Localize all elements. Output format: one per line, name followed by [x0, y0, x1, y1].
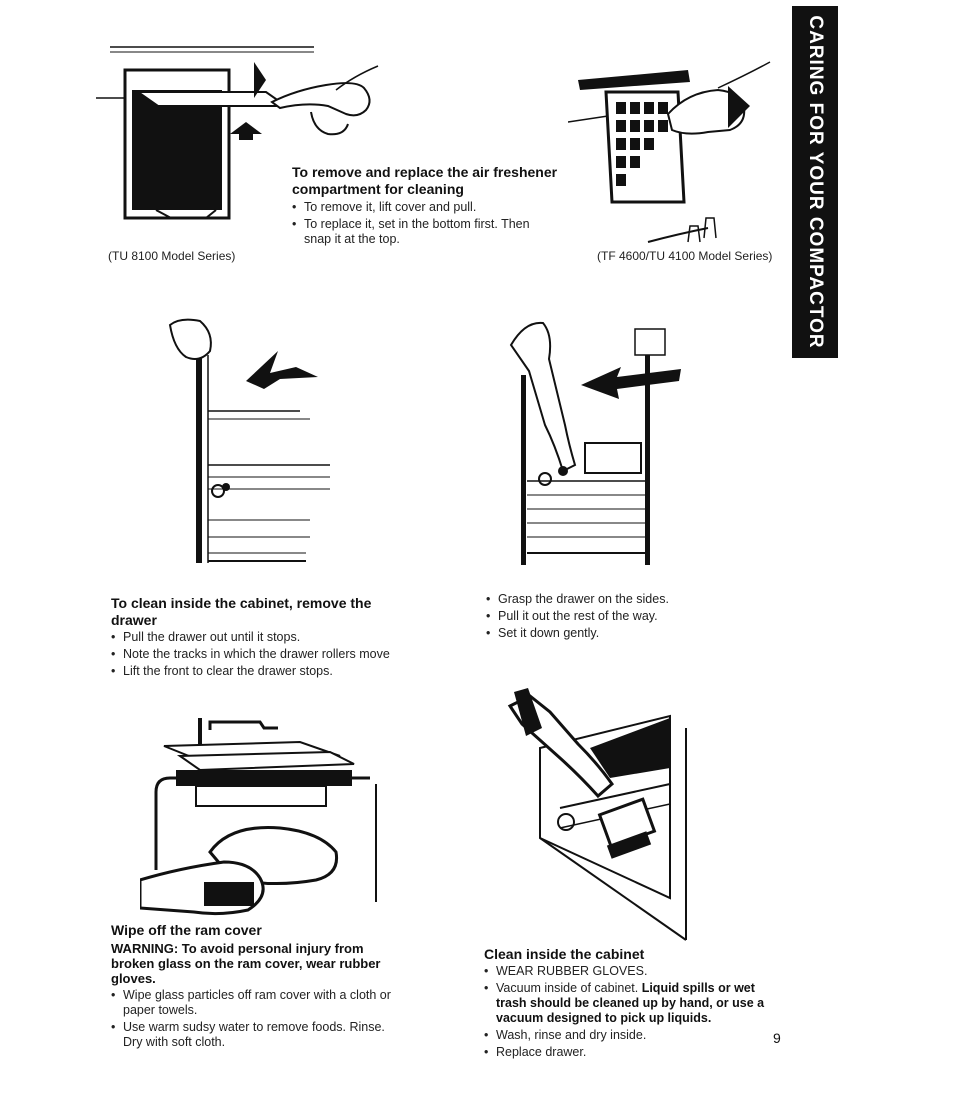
cabinet-heading: Clean inside the cabinet — [484, 946, 645, 962]
list-item: To replace it, set in the bottom first. … — [292, 217, 542, 247]
list-item: Pull the drawer out until it stops. — [111, 630, 391, 645]
page-number: 9 — [773, 1030, 781, 1046]
ram-cover-bullets: Wipe glass particles off ram cover with … — [111, 988, 406, 1052]
list-item: Pull it out the rest of the way. — [486, 609, 746, 624]
drawer-heading: To clean inside the cabinet, remove the … — [111, 595, 372, 628]
cabinet-bullets: WEAR RUBBER GLOVES. Vacuum inside of cab… — [484, 964, 779, 1062]
vacuum-text: Vacuum inside of cabinet. — [496, 981, 639, 995]
air-freshener-heading: To remove and replace the air freshener … — [292, 164, 558, 197]
list-item: Wipe glass particles off ram cover with … — [111, 988, 406, 1018]
illustration-drawer-pull — [160, 315, 340, 570]
list-item: Note the tracks in which the drawer roll… — [111, 647, 391, 662]
list-item: Grasp the drawer on the sides. — [486, 592, 746, 607]
illustration-ram-cover — [140, 712, 385, 917]
air-freshener-bullets: To remove it, lift cover and pull. To re… — [292, 200, 542, 249]
illustration-air-freshener-tu8100 — [96, 40, 386, 230]
drawer-bullets-left: Pull the drawer out until it stops. Note… — [111, 630, 391, 681]
liquid-warning-text: Liquid spills or wet trash should be cle… — [496, 981, 765, 1025]
list-item: Set it down gently. — [486, 626, 746, 641]
caption-tf4600: (TF 4600/TU 4100 Model Series) — [597, 249, 773, 263]
ram-cover-warning: WARNING: To avoid personal injury from b… — [111, 941, 381, 986]
illustration-drawer-remove — [505, 315, 695, 570]
illustration-clean-cabinet — [500, 688, 695, 943]
drawer-bullets-right: Grasp the drawer on the sides. Pull it o… — [486, 592, 746, 643]
caption-tu8100: (TU 8100 Model Series) — [108, 249, 236, 263]
list-item: To remove it, lift cover and pull. — [292, 200, 542, 215]
list-item: Replace drawer. — [484, 1045, 779, 1060]
list-item: Vacuum inside of cabinet. Liquid spills … — [484, 981, 779, 1026]
list-item: Use warm sudsy water to remove foods. Ri… — [111, 1020, 406, 1050]
list-item: Lift the front to clear the drawer stops… — [111, 664, 391, 679]
list-item: Wash, rinse and dry inside. — [484, 1028, 779, 1043]
list-item: WEAR RUBBER GLOVES. — [484, 964, 779, 979]
section-tab: CARING FOR YOUR COMPACTOR — [792, 6, 838, 358]
ram-cover-heading: Wipe off the ram cover — [111, 922, 262, 938]
illustration-air-freshener-tf4600 — [568, 52, 778, 252]
section-tab-label: CARING FOR YOUR COMPACTOR — [805, 15, 826, 349]
